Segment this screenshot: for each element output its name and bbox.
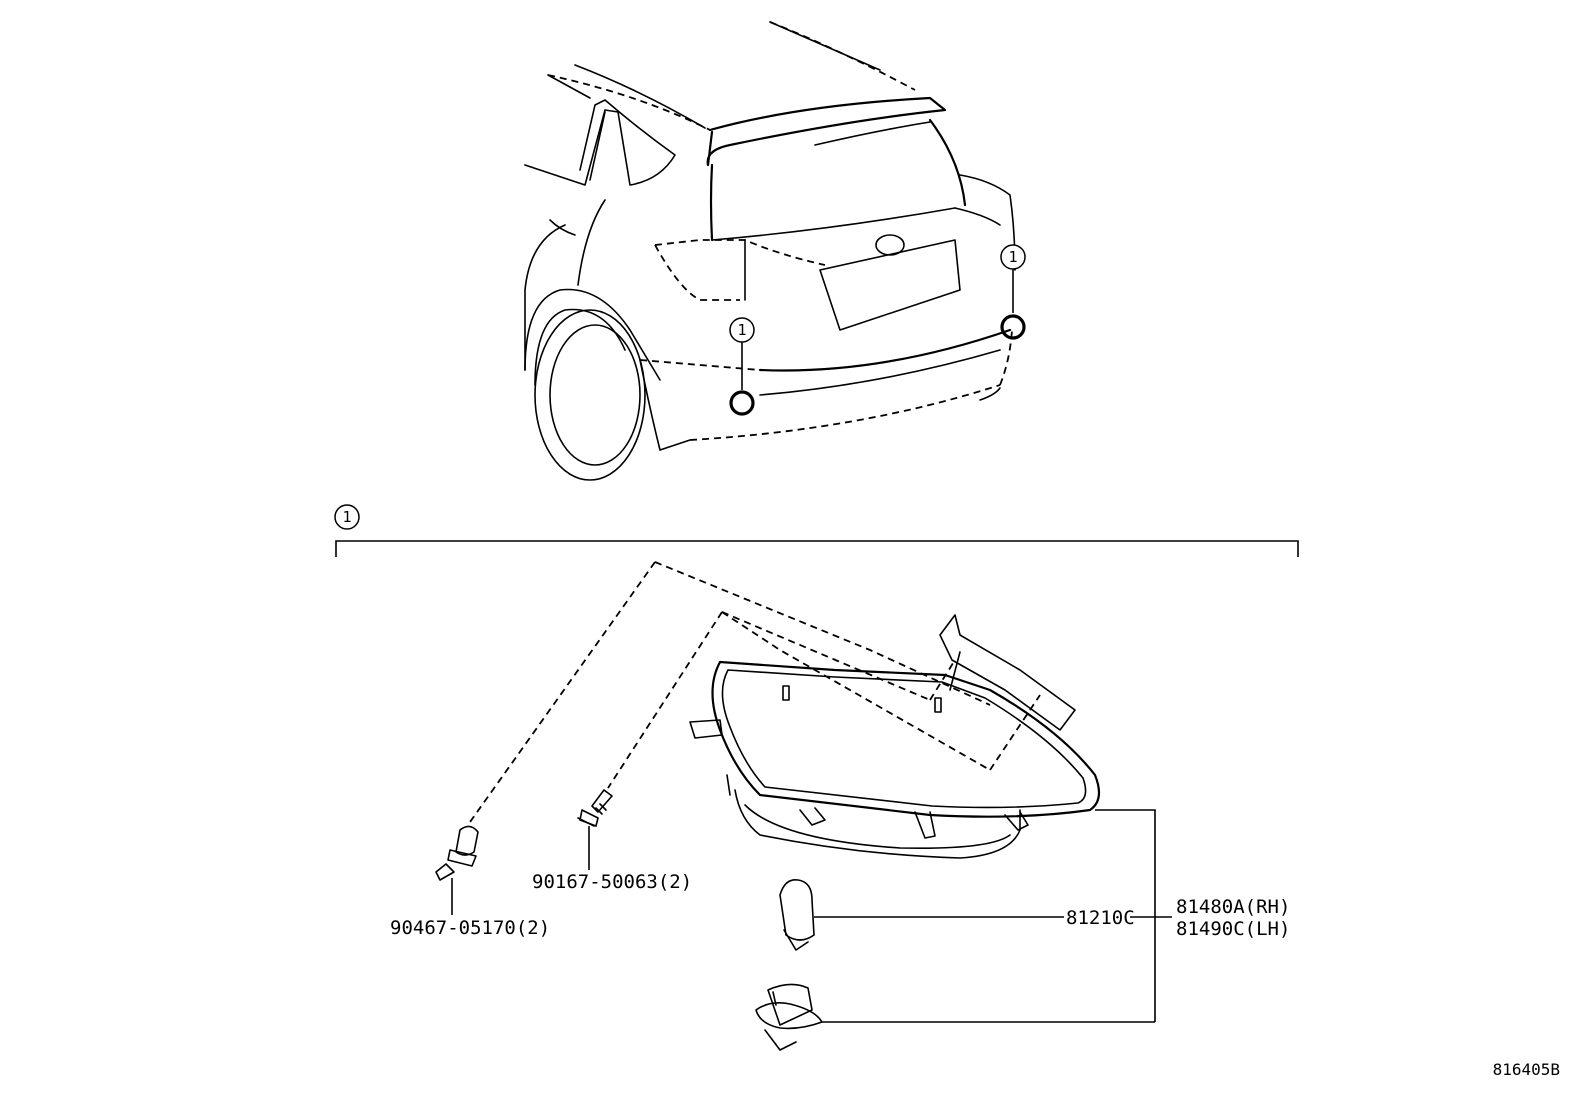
vehicle-marker-left: 1 [737, 321, 746, 339]
part-labels: 90467-05170(2) 90167-50063(2) 81210C 814… [390, 871, 1290, 940]
part-number-lamp-rh: 81480A(RH) [1176, 896, 1290, 918]
reflector-location-right [1000, 314, 1026, 340]
part-number-screw-left: 90467-05170(2) [390, 917, 550, 939]
vehicle-marker-right: 1 [1008, 248, 1017, 266]
screw [577, 611, 723, 870]
part-number-screw-right: 90167-50063(2) [532, 871, 692, 893]
part-number-lamp-lh: 81490C(LH) [1176, 918, 1290, 940]
section-number: 1 [342, 508, 351, 526]
diagram-reference: 816405B [1493, 1060, 1560, 1079]
part-number-bulb: 81210C [1066, 907, 1135, 929]
vehicle-rear-view: 1 1 [524, 21, 1026, 481]
reflector-location-left [729, 390, 755, 416]
clip-fastener [435, 561, 656, 915]
bulb [779, 878, 1064, 951]
rear-reflector-lamp [654, 561, 1101, 859]
section-bracket: 1 [334, 504, 1299, 557]
assembly-leader [1095, 809, 1172, 1022]
bulb-socket [755, 983, 1155, 1051]
